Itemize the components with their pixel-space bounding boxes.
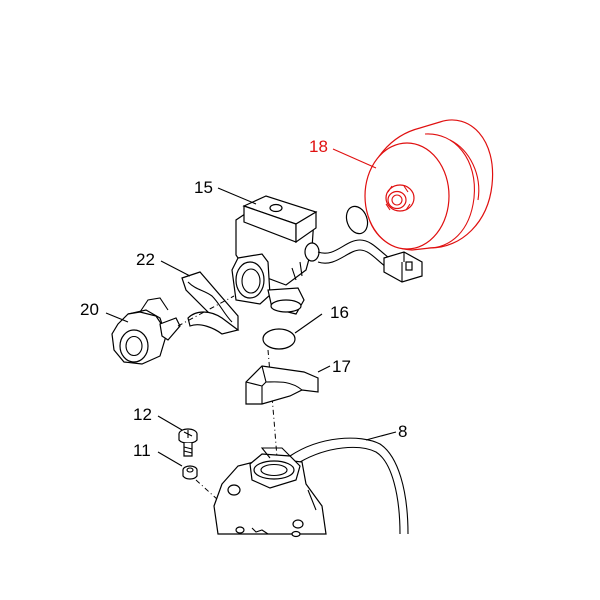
callout-15[interactable]: 15 [194, 178, 213, 197]
leader-22 [160, 260, 191, 277]
part-16-o-ring[interactable] [262, 328, 296, 350]
part-12-screw[interactable] [178, 428, 198, 457]
callout-12[interactable]: 12 [133, 405, 152, 424]
centerline-bolt [195, 479, 219, 501]
part-11-washer[interactable] [182, 465, 198, 480]
leader-16 [294, 313, 323, 334]
leader-15 [217, 187, 257, 205]
callout-20[interactable]: 20 [80, 300, 99, 319]
part-22-clip[interactable] [181, 271, 240, 335]
leader-17 [317, 365, 331, 373]
part-15-pump-housing[interactable] [231, 195, 320, 315]
part-20-union-nut[interactable] [111, 297, 181, 365]
part-18-pump-motor[interactable] [364, 119, 494, 251]
callout-8[interactable]: 8 [398, 422, 407, 441]
leader-12 [157, 415, 183, 431]
callout-17[interactable]: 17 [332, 357, 351, 376]
callout-22[interactable]: 22 [136, 250, 155, 269]
part-17-clip[interactable] [245, 365, 319, 405]
leader-20 [105, 312, 129, 323]
callout-11[interactable]: 11 [133, 441, 151, 460]
centerline-horizontal [177, 295, 235, 327]
callout-16[interactable]: 16 [330, 303, 349, 322]
leader-11 [157, 451, 183, 467]
o-ring-upper[interactable] [343, 203, 371, 236]
part-8-vessel[interactable] [213, 437, 409, 538]
leader-18 [332, 148, 377, 169]
motor-cable-connector[interactable] [317, 239, 423, 283]
leader-8 [365, 431, 397, 441]
callout-18[interactable]: 18 [309, 137, 328, 156]
